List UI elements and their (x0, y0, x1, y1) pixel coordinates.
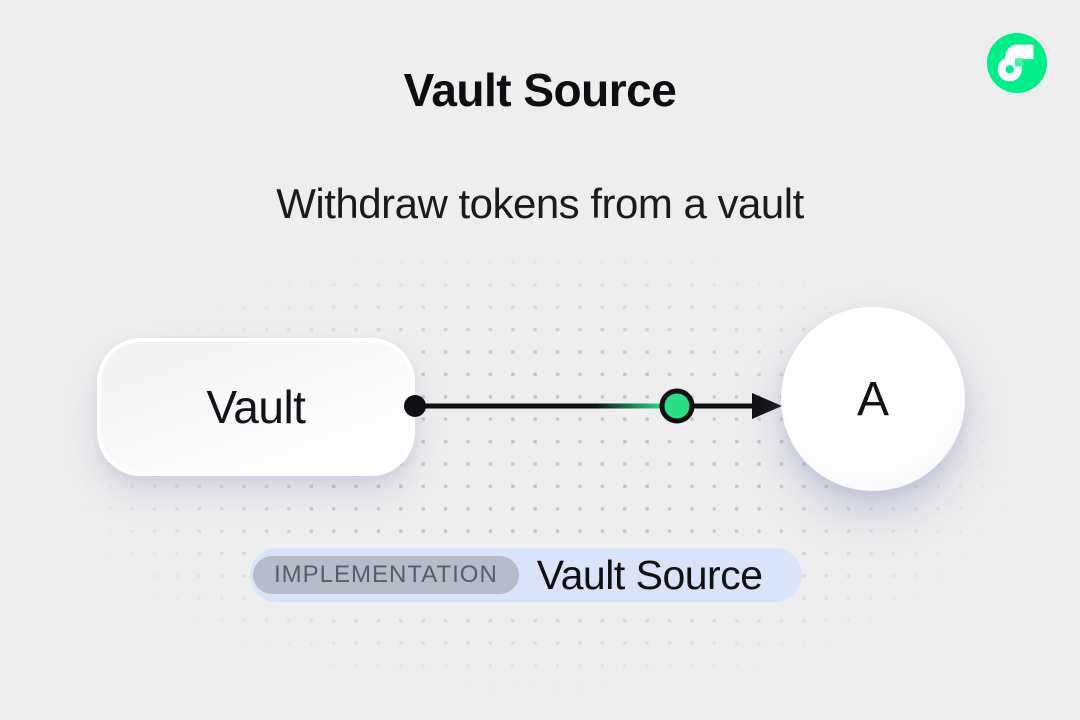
flow-logo-icon (986, 32, 1048, 94)
account-node: A (781, 307, 965, 491)
implementation-badge: IMPLEMENTATION Vault Source (250, 548, 802, 602)
vault-node-label: Vault (206, 381, 306, 433)
implementation-tag: IMPLEMENTATION (253, 556, 519, 594)
page-title: Vault Source (403, 64, 677, 116)
connector-arrow (404, 388, 782, 424)
arrowhead-icon (752, 393, 782, 419)
page-subtitle: Withdraw tokens from a vault (276, 180, 804, 227)
token-dot (659, 388, 695, 424)
implementation-label: Vault Source (536, 551, 763, 598)
source-port-dot (404, 395, 426, 417)
vault-node: Vault (97, 338, 415, 476)
account-node-label: A (856, 372, 889, 426)
